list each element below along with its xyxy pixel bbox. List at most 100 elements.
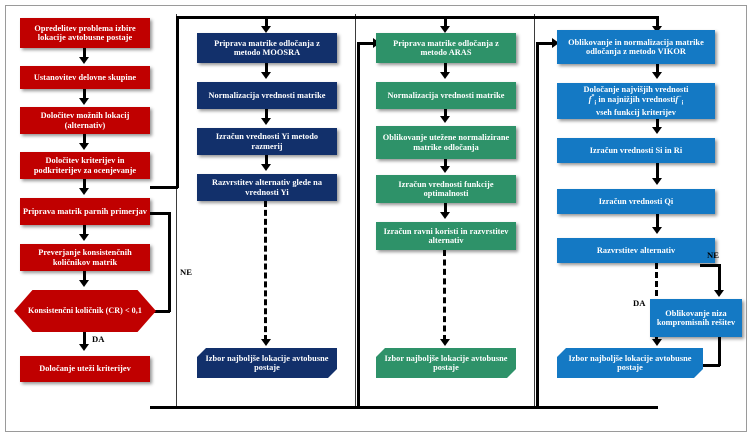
- edge-vi4-vi5: [656, 214, 659, 229]
- vikor-formula-block: Določanje najvišjih vrednosti f*i in naj…: [583, 85, 688, 117]
- vikor-no-out: [700, 264, 720, 267]
- vikor-compromise-left: [700, 364, 720, 367]
- edge-ar2-ar3: [444, 109, 447, 118]
- node-ahp-criteria-definition[interactable]: Določitev kriterijev in podkriterijev za…: [20, 152, 150, 179]
- node-vikor-decision-matrix[interactable]: Oblikovanje in normalizacija matrike odl…: [557, 30, 715, 64]
- node-ahp-criteria-weights[interactable]: Določanje uteži kriterijev: [20, 356, 150, 382]
- arrowhead-vi2-vi3: [652, 127, 662, 134]
- vikor-compromise-down: [718, 337, 721, 366]
- arrowhead-ahp2-ahp3: [79, 98, 89, 105]
- node-vikor-best-location[interactable]: Izbor najboljše lokacije avtobusne posta…: [557, 348, 703, 378]
- arrowhead-vikor-final: [652, 339, 662, 346]
- arrow-into-vikor1: [552, 38, 559, 48]
- node-aras-optimality-function[interactable]: Izračun vrednosti funkcije optimalnosti: [376, 175, 516, 203]
- arrowhead-ahp6-ahp7: [79, 280, 89, 287]
- arrowhead-mo3-mo4: [261, 164, 271, 171]
- arrowhead-ar2-ar3: [440, 116, 450, 123]
- decision-label: Konsistenčni količnik (CR) < 0,1: [28, 306, 142, 316]
- node-aras-decision-matrix[interactable]: Priprava matrike odločanja z metodo ARAS: [376, 33, 516, 63]
- arrowhead-ahp7-ahp8: [79, 344, 89, 351]
- arrowhead-moosra-final: [261, 339, 271, 346]
- bus-drop-moosra: [265, 16, 268, 28]
- edge-vi1-vi2: [656, 64, 659, 74]
- bottom-bus-arm-vikor: [536, 42, 554, 45]
- bus-drop-vikor: [656, 16, 659, 28]
- edge-mo2-mo3: [265, 109, 268, 120]
- node-ahp-possible-locations[interactable]: Določitev možnih lokacij (alternativ): [20, 107, 150, 134]
- node-moosra-ranking[interactable]: Razvrstitev alternativ glede na vrednost…: [197, 174, 337, 201]
- edge-vi2-vi3: [656, 119, 659, 129]
- edge-ahp2-ahp3: [83, 89, 86, 100]
- arrowhead-ahp1-ahp2: [79, 57, 89, 64]
- f-star-symbol: f: [588, 95, 592, 105]
- ahp-no-up: [168, 212, 171, 312]
- node-moosra-yi-ratio[interactable]: Izračun vrednosti Yi metodo razmerij: [197, 128, 337, 155]
- ahp-no-in: [150, 212, 170, 215]
- arrowhead-mo1-mo2: [261, 72, 271, 79]
- edge-ahp3-ahp4: [83, 134, 86, 145]
- edge-ar3-ar4: [444, 159, 447, 168]
- node-vikor-qi[interactable]: Izračun vrednosti Qi: [557, 189, 715, 214]
- vikor-formula-line1: Določanje najvišjih vrednosti: [583, 84, 689, 94]
- arrowhead-ahp3-ahp4: [79, 143, 89, 150]
- arrowhead-vikor-no: [714, 290, 724, 297]
- bottom-bus-up-aras: [357, 42, 360, 408]
- f-minus-symbol: f: [675, 95, 679, 105]
- dashed-edge-aras: [443, 250, 446, 341]
- ahp4-to-bus: [150, 186, 178, 189]
- node-vikor-best-worst-values[interactable]: Določanje najvišjih vrednosti f*i in naj…: [557, 83, 715, 119]
- f-star-sub: i: [594, 100, 597, 107]
- edge-mo1-mo2: [265, 63, 268, 74]
- arrowhead-ar3-ar4: [440, 166, 450, 173]
- vikor-formula-line3: vseh funkcij kriterijev: [596, 107, 676, 117]
- node-ahp-problem-definition[interactable]: Opredelitev problema izbire lokacije avt…: [20, 18, 150, 48]
- node-ahp-consistency-decision[interactable]: Konsistenčni količnik (CR) < 0,1: [14, 290, 156, 332]
- node-vikor-si-ri[interactable]: Izračun vrednosti Si in Ri: [557, 138, 715, 163]
- arrowhead-mo2-mo3: [261, 118, 271, 125]
- top-bus-left-drop: [176, 16, 179, 188]
- node-ahp-working-group[interactable]: Ustanovitev delovne skupine: [20, 66, 150, 89]
- node-vikor-compromise-set[interactable]: Oblikovanje niza kompromisnih rešitev: [650, 299, 742, 337]
- edge-ahp1-ahp2: [83, 48, 86, 59]
- arrowhead-vi4-vi5: [652, 227, 662, 234]
- edge-ahp5-ahp6: [83, 225, 86, 236]
- node-moosra-best-location[interactable]: Izbor najboljše lokacije avtobusne posta…: [197, 348, 337, 378]
- node-aras-best-location[interactable]: Izbor najboljše lokacije avtobusne posta…: [376, 348, 516, 378]
- label-vikor-no: NE: [707, 250, 719, 260]
- edge-ahp6-ahp7: [83, 271, 86, 282]
- node-aras-normalization[interactable]: Normalizacija vrednosti matrike: [376, 82, 516, 109]
- column-separator-1: [176, 14, 178, 408]
- vikor-formula-line2: f*i in najnižjih vrednostif−i: [583, 94, 688, 107]
- arrowhead-aras-final: [440, 339, 450, 346]
- bus-drop-aras: [444, 16, 447, 28]
- edge-ar1-ar2: [444, 63, 447, 74]
- node-aras-utility-ranking[interactable]: Izračun ravni koristi in razvrstitev alt…: [376, 222, 516, 250]
- f-minus-sub: i: [681, 100, 684, 107]
- arrowhead-ahp4-ahp5: [79, 188, 89, 195]
- label-ahp-yes: DA: [92, 334, 105, 344]
- node-moosra-decision-matrix[interactable]: Priprava matrike odločanja z metodo MOOS…: [197, 33, 337, 63]
- edge-ahp7-ahp8: [83, 332, 86, 346]
- arrow-to-vikor1: [652, 26, 662, 33]
- f-minus-sup: −: [678, 94, 682, 101]
- bottom-bus-arm-aras: [357, 42, 375, 45]
- node-vikor-ranking[interactable]: Razvrstitev alternativ: [557, 238, 715, 263]
- f-star-sup: *: [591, 94, 595, 101]
- arrowhead-vi3-vi4: [652, 178, 662, 185]
- arrowhead-vi1-vi2: [652, 72, 662, 79]
- diagram-frame: [5, 5, 747, 432]
- arrow-to-moosra1: [261, 26, 271, 33]
- arrowhead-ar4-ar5: [440, 212, 450, 219]
- dashed-edge-moosra: [264, 201, 267, 341]
- label-ahp-no: NE: [180, 267, 192, 277]
- arrow-to-aras1: [440, 26, 450, 33]
- node-moosra-normalization[interactable]: Normalizacija vrednosti matrike: [197, 82, 337, 109]
- node-ahp-pairwise-matrices[interactable]: Priprava matrik parnih primerjav: [20, 198, 150, 225]
- bottom-bus-up-vikor: [536, 42, 539, 408]
- node-ahp-consistency-check[interactable]: Preverjanje konsistenčnih količnikov mat…: [20, 244, 150, 271]
- arrowhead-ar1-ar2: [440, 72, 450, 79]
- node-aras-weighted-matrix[interactable]: Oblikovanje utežene normalizirane matrik…: [376, 126, 516, 159]
- vikor-formula-mid: in najnižjih vrednosti: [596, 95, 676, 105]
- ahp-no-out: [150, 310, 170, 313]
